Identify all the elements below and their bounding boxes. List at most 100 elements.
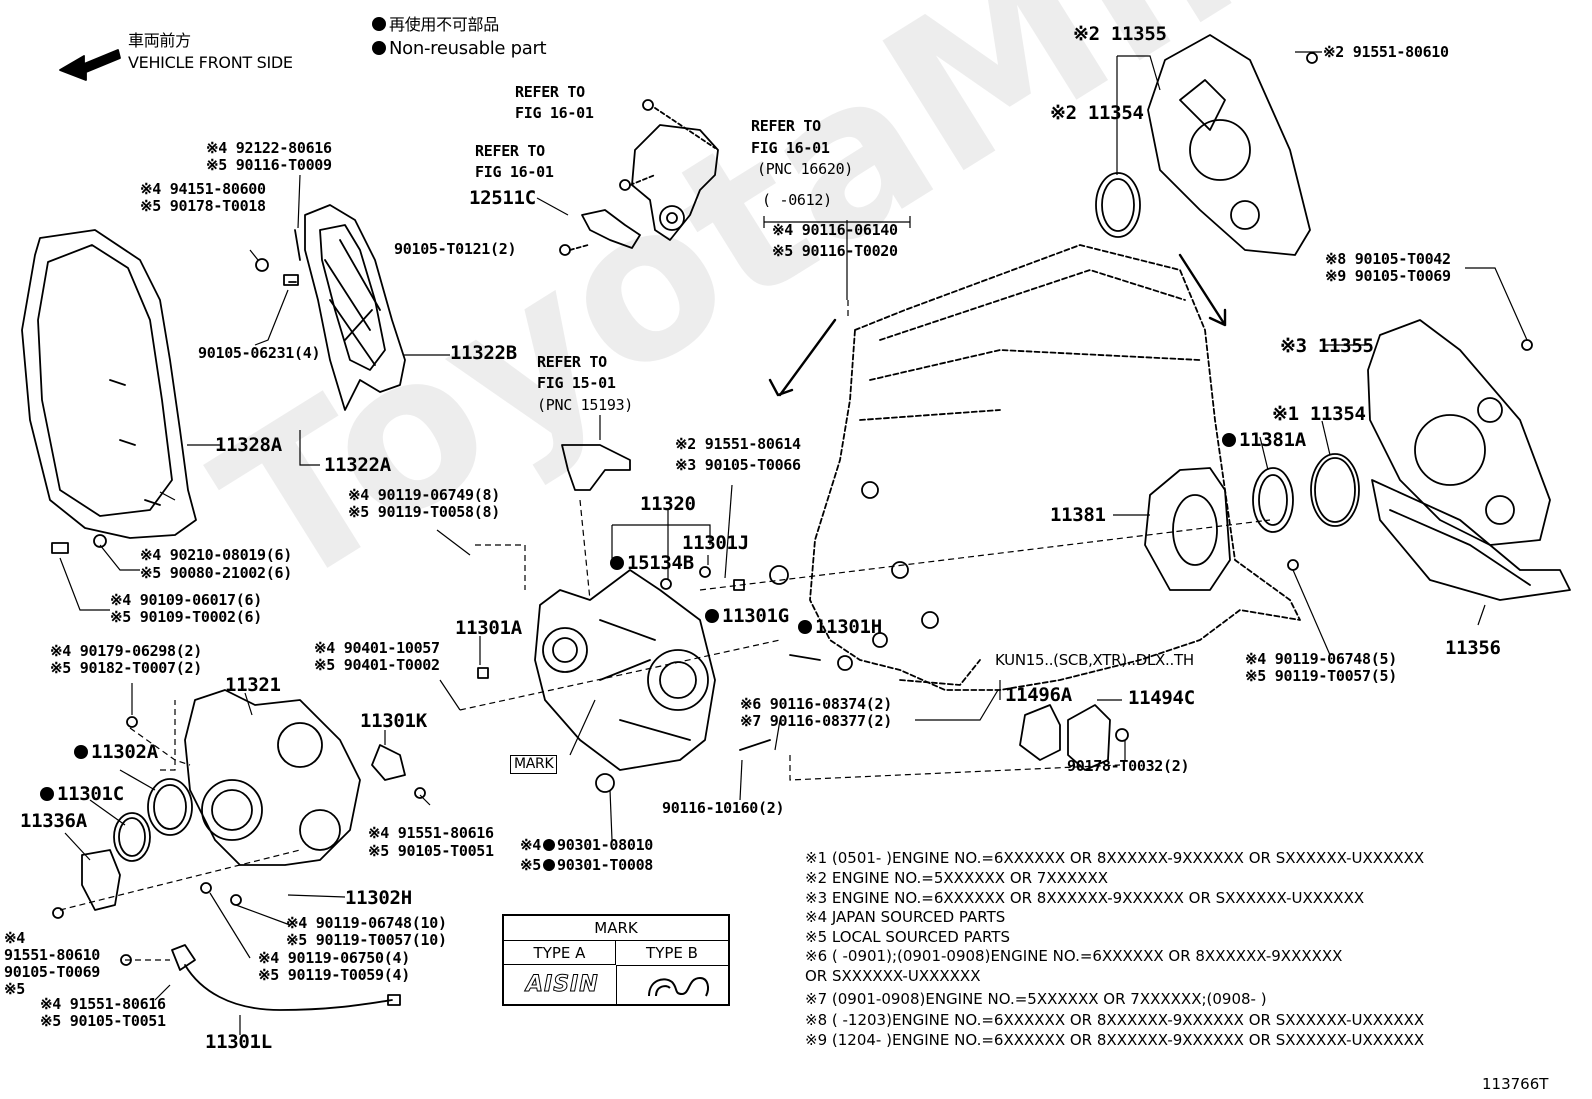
part-11321[interactable]: 11321 [225,674,281,696]
part-11494c[interactable]: 11494C [1128,687,1195,709]
part-92122-80616[interactable]: ※4 92122-80616 [206,139,332,157]
non-reusable-dot-icon [372,17,386,31]
part-12511c[interactable]: 12511C [469,187,536,209]
refer-fig-16-01-a-line2[interactable]: FIG 16-01 [515,104,594,122]
non-reusable-dot-icon [798,620,812,634]
refer-fig-16-01-a-line1[interactable]: REFER TO [515,83,585,101]
part-11302a[interactable]: 11302A [74,742,158,763]
part-11301l[interactable]: 11301L [205,1031,272,1053]
part-91551-80616-a[interactable]: ※4 91551-80616 [368,824,494,842]
part-90116-06140[interactable]: ※4 90116-06140 [772,221,898,239]
refer-fig-16-01-b-line1[interactable]: REFER TO [475,142,545,160]
model-code: KUN15..(SCB,XTR)..DLX..TH [995,651,1194,669]
part-90119-06748-right[interactable]: ※4 90119-06748(5) [1245,650,1397,668]
non-reusable-dot-icon [543,839,555,851]
part-11496a[interactable]: 11496A [1005,684,1072,706]
part-90401-10057[interactable]: ※4 90401-10057 [314,639,440,657]
refer-fig-16-01-c-line1[interactable]: REFER TO [751,117,821,135]
part-11301a[interactable]: 11301A [455,617,522,639]
part-11322b[interactable]: 11322B [450,342,517,364]
part-90179-06298[interactable]: ※4 90179-06298(2) [50,642,202,660]
refer-fig-16-01-c-line2[interactable]: FIG 16-01 [751,139,830,157]
part-11320[interactable]: 11320 [640,493,696,515]
part-90105-t0069-bottom[interactable]: 90105-T0069 [4,963,101,981]
part-11355-mid[interactable]: ※3 11355 [1280,335,1374,357]
part-90119-t0059[interactable]: ※5 90119-T0059(4) [258,966,410,984]
part-90119-t0058[interactable]: ※5 90119-T0058(8) [348,503,500,521]
part-94151-80600[interactable]: ※4 94151-80600 [140,180,266,198]
part-11356[interactable]: 11356 [1445,637,1501,659]
part-90119-06748-left[interactable]: ※4 90119-06748(10) [286,914,447,932]
mark-type-a-header: TYPE A [504,941,616,965]
cover-plate-shape [304,204,406,411]
date-range-0612: ( -0612) [762,191,832,209]
part-91551-80614[interactable]: ※2 91551-80614 [675,435,801,453]
part-11381a[interactable]: 11381A [1222,430,1306,451]
part-90116-t0020[interactable]: ※5 90116-T0020 [772,242,898,260]
front-side-label-jp: 車両前方 [128,31,191,50]
part-90182-t0007[interactable]: ※5 90182-T0007(2) [50,659,202,677]
refer-fig-16-01-c-pnc: (PNC 16620) [757,160,854,178]
part-11322a[interactable]: 11322A [324,454,391,476]
legend-non-reusable-en: Non-reusable part [372,40,547,58]
figure-id: 113766T [1482,1075,1549,1093]
part-91551-80610-bottom[interactable]: 91551-80610 [4,946,101,964]
part-90178-t0018[interactable]: ※5 90178-T0018 [140,197,266,215]
footnote-4: ※4 JAPAN SOURCED PARTS [805,908,1006,926]
part-90105-t0069-right[interactable]: ※9 90105-T0069 [1325,267,1451,285]
part-15134b[interactable]: 15134B [610,553,694,574]
note-x5: ※5 [4,980,25,998]
note-x4: ※4 [4,929,25,947]
part-90116-08374[interactable]: ※6 90116-08374(2) [740,695,892,713]
part-11302h[interactable]: 11302H [345,887,412,909]
footnote-1: ※1 (0501- )ENGINE NO.=6XXXXXX OR 8XXXXXX… [805,849,1425,867]
non-reusable-dot-icon [40,787,54,801]
part-90210-08019[interactable]: ※4 90210-08019(6) [140,546,292,564]
part-91551-80610-top[interactable]: ※2 91551-80610 [1323,43,1449,61]
part-90119-t0057-right[interactable]: ※5 90119-T0057(5) [1245,667,1397,685]
front-side-label-en: VEHICLE FRONT SIDE [128,53,293,72]
part-90080-21002[interactable]: ※5 90080-21002(6) [140,564,292,582]
part-11301k[interactable]: 11301K [360,710,427,732]
part-11301h[interactable]: 11301H [798,617,882,638]
part-11354-top[interactable]: ※2 11354 [1050,102,1144,124]
front-arrow-icon [59,49,121,81]
part-90105-t0051-b[interactable]: ※5 90105-T0051 [40,1012,166,1030]
part-90105-t0051-a[interactable]: ※5 90105-T0051 [368,842,494,860]
part-11354-mid[interactable]: ※1 11354 [1272,403,1366,425]
part-90109-t0002[interactable]: ※5 90109-T0002(6) [110,608,262,626]
part-90105-t0066[interactable]: ※3 90105-T0066 [675,456,801,474]
part-90119-06750[interactable]: ※4 90119-06750(4) [258,949,410,967]
part-90116-08377[interactable]: ※7 90116-08377(2) [740,712,892,730]
non-reusable-dot-icon [1222,433,1236,447]
non-reusable-dot-icon [74,745,88,759]
part-11301g[interactable]: 11301G [705,606,789,627]
part-11328a[interactable]: 11328A [215,434,282,456]
mark-table-title: MARK [504,916,728,941]
mark-type-b-header: TYPE B [616,941,728,966]
part-90116-t0009[interactable]: ※5 90116-T0009 [206,156,332,174]
part-11301j[interactable]: 11301J [682,532,749,554]
part-91551-80616-b[interactable]: ※4 91551-80616 [40,995,166,1013]
part-90116-10160[interactable]: 90116-10160(2) [662,799,785,817]
part-11336a[interactable]: 11336A [20,810,87,832]
part-90178-t0032[interactable]: 90178-T0032(2) [1067,757,1190,775]
footnote-9: ※9 (1204- )ENGINE NO.=6XXXXXX OR 8XXXXXX… [805,1031,1425,1049]
part-90105-t0121[interactable]: 90105-T0121(2) [394,240,517,258]
part-11301c[interactable]: 11301C [40,784,124,805]
part-11381[interactable]: 11381 [1050,504,1106,526]
part-90401-t0002[interactable]: ※5 90401-T0002 [314,656,440,674]
part-90119-06749[interactable]: ※4 90119-06749(8) [348,486,500,504]
part-90105-t0042[interactable]: ※8 90105-T0042 [1325,250,1451,268]
refer-fig-16-01-b-line2[interactable]: FIG 16-01 [475,163,554,181]
mark-callout: MARK [510,755,558,774]
part-90105-06231[interactable]: 90105-06231(4) [198,344,321,362]
refer-fig-15-01-line2[interactable]: FIG 15-01 [537,374,616,392]
part-11355-top[interactable]: ※2 11355 [1073,23,1167,45]
refer-fig-15-01-line1[interactable]: REFER TO [537,353,607,371]
part-90119-t0057-left[interactable]: ※5 90119-T0057(10) [286,931,447,949]
part-90109-06017[interactable]: ※4 90109-06017(6) [110,591,262,609]
